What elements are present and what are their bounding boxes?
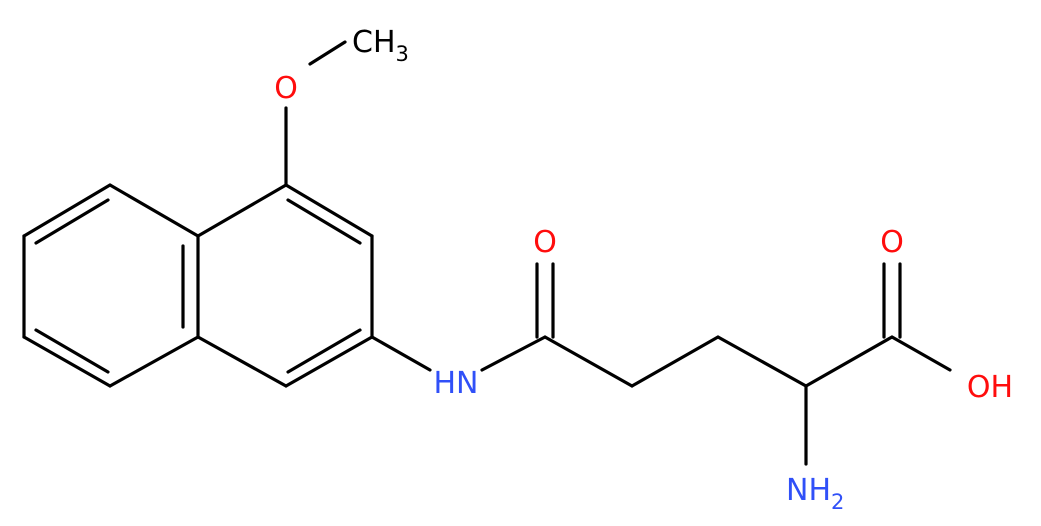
- atom-amide-oxygen: O: [533, 225, 557, 260]
- bonds: [22, 40, 952, 466]
- bond-nitrogen-carbonyl: [480, 335, 547, 372]
- bond-ring-c4a-c4: [196, 183, 288, 238]
- bond-ring-c2-c1: [284, 335, 374, 388]
- bond-ring-c4a-c5: [108, 183, 200, 238]
- atom-labels: CH3 O HN O O OH NH2: [274, 25, 1013, 514]
- bond-ring-c4-c3: [284, 183, 374, 238]
- bond-chain-3: [716, 335, 808, 388]
- bond-ring-c1-c8a: [196, 335, 288, 388]
- atom-amide-nitrogen: HN: [434, 366, 479, 401]
- bond-acid-hydroxyl: [890, 335, 952, 372]
- bond-ring-c5-c6: [22, 183, 112, 238]
- atom-ether-oxygen: O: [274, 71, 298, 106]
- atom-acid-hydroxyl: OH: [967, 370, 1013, 405]
- bond-ring-c8-c8a: [108, 335, 200, 388]
- bond-methyl-oxygen: [308, 40, 347, 66]
- bond-chain-4: [804, 335, 894, 388]
- atom-methyl: CH3: [352, 25, 409, 66]
- bond-chain-1: [543, 335, 634, 388]
- bond-ring-nitrogen: [370, 335, 432, 372]
- bond-ring-c5-c6-inner: [34, 198, 110, 245]
- bond-ring-c7-c8: [22, 335, 112, 388]
- bond-ring-c2-c1-inner: [286, 328, 362, 374]
- bond-chain-2: [630, 335, 720, 388]
- bond-ring-c4-c3-inner: [286, 198, 362, 245]
- atom-acid-carbonyl-oxygen: O: [880, 225, 904, 260]
- atom-amine: NH2: [786, 473, 844, 514]
- bond-ring-c7-c8-inner: [34, 328, 110, 374]
